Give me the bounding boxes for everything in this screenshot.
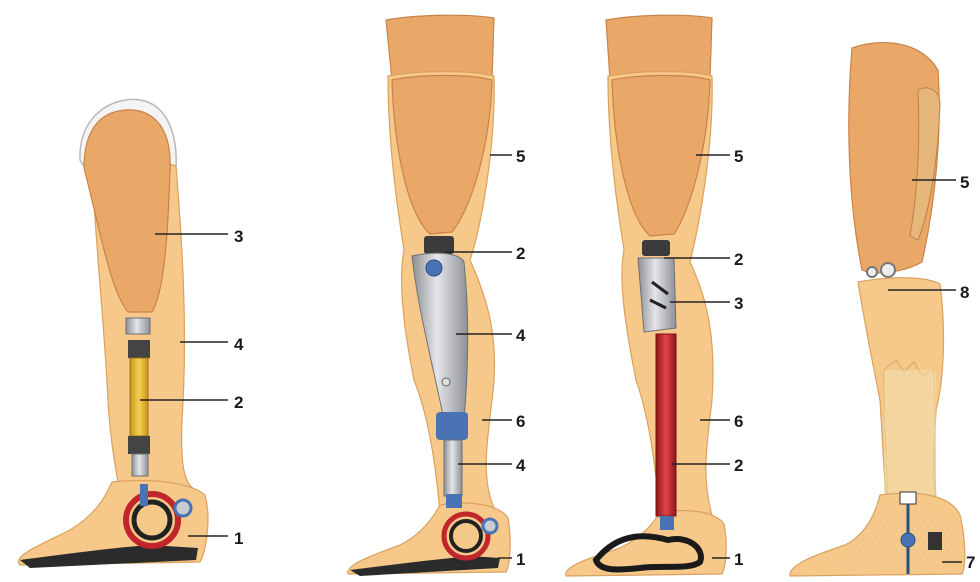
callout-label: 4 — [516, 326, 526, 345]
thigh-cover-top — [606, 15, 712, 80]
pylon-tube — [444, 440, 462, 496]
callout-label: 2 — [734, 250, 743, 269]
pylon-adapter-top — [126, 318, 150, 334]
ankle-axis — [901, 533, 915, 547]
ankle-bolt — [483, 519, 497, 533]
callout-label: 2 — [234, 393, 243, 412]
callout-label: 6 — [734, 412, 743, 431]
thigh-cover-top — [386, 15, 494, 80]
callout-label: 2 — [734, 456, 743, 475]
knee-screw — [442, 378, 450, 386]
knee-adapter — [642, 240, 670, 256]
callout-label: 4 — [516, 456, 526, 475]
callout-label: 3 — [234, 227, 243, 246]
ankle-housing — [900, 492, 916, 504]
callout-label: 1 — [234, 529, 243, 548]
callout-label: 1 — [734, 550, 743, 569]
callout-label: 7 — [966, 553, 975, 572]
pylon-adapter-bottom — [132, 454, 148, 476]
prosthesis-4: 5 8 7 — [790, 43, 976, 576]
pylon-clamp — [436, 412, 468, 440]
ankle-bumper — [928, 532, 942, 550]
knee-axis — [426, 260, 442, 276]
prosthesis-2: 5 2 4 6 4 1 — [348, 15, 526, 576]
prosthesis-1: 3 4 2 1 — [19, 99, 244, 568]
ankle-pin — [140, 484, 148, 506]
callout-label: 2 — [516, 244, 525, 263]
prosthesis-3: 5 2 3 6 2 1 — [566, 15, 744, 576]
pylon-clamp-top — [128, 340, 150, 358]
callout-label: 1 — [516, 550, 525, 569]
pylon-tube — [130, 358, 148, 436]
socket — [84, 110, 170, 312]
callout-label: 8 — [960, 283, 969, 302]
callout-label: 3 — [734, 294, 743, 313]
callout-label: 4 — [234, 335, 244, 354]
knee-bolt — [867, 267, 877, 277]
pylon-adapter — [660, 516, 674, 530]
pylon-adapter — [446, 494, 462, 508]
shank-cutaway-base — [884, 370, 936, 502]
callout-label: 5 — [516, 147, 525, 166]
pylon-tube — [656, 334, 676, 516]
pylon-clamp-bottom — [128, 436, 150, 454]
callout-label: 5 — [960, 173, 969, 192]
knee-joint — [638, 258, 676, 332]
ankle-bolt — [175, 500, 191, 516]
knee-bolt — [881, 263, 895, 277]
callout-label: 6 — [516, 412, 525, 431]
callout-label: 5 — [734, 147, 743, 166]
